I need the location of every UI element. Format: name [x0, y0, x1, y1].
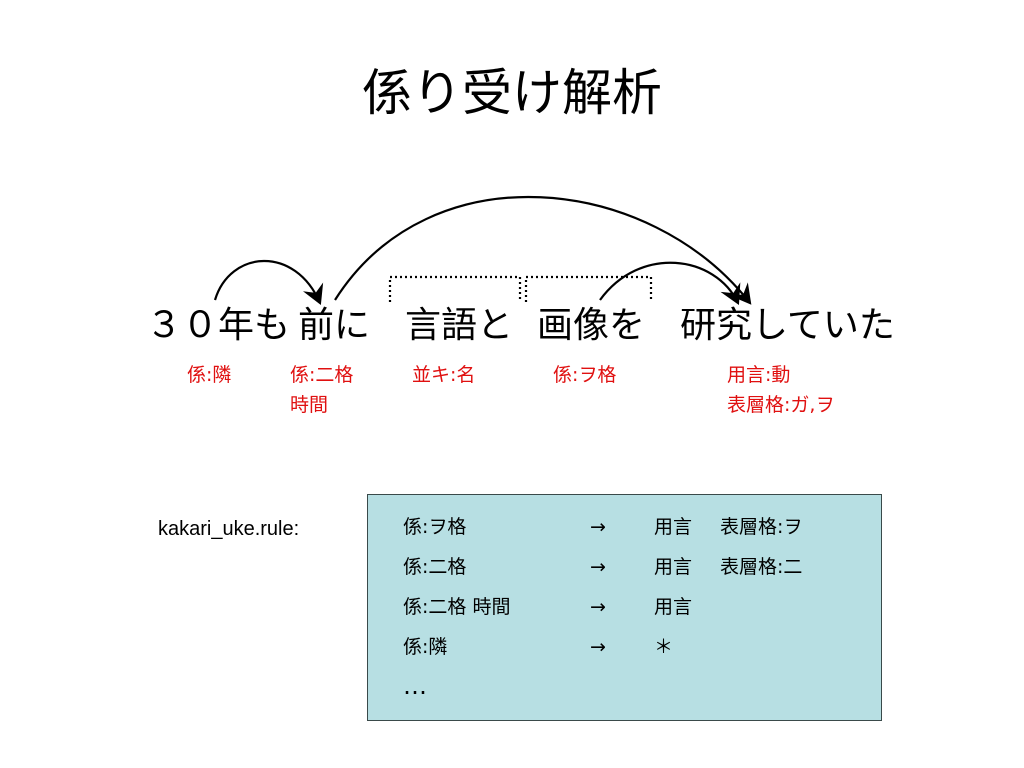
tag-line: 表層格:ガ,ヲ	[727, 394, 835, 416]
tag-line: 用言:動	[727, 364, 791, 386]
rule-ellipsis: …	[403, 672, 427, 700]
tag-p5: 用言:動 表層格:ガ,ヲ	[727, 360, 834, 420]
tag-p3: 並キ:名	[412, 360, 475, 390]
phrase-p3: 言語と	[405, 305, 514, 346]
rule-box: 係:ヲ格 → 用言 表層格:ヲ 係:二格 → 用言 表層格:二 係:二格 時間 …	[367, 494, 882, 721]
tag-line: 係:二格	[290, 364, 354, 386]
tag-line: 並キ:名	[412, 364, 476, 386]
tag-line: 係:ヲ格	[553, 364, 617, 386]
rule-arrow: →	[590, 516, 606, 538]
phrase-p4: 画像を	[537, 305, 646, 346]
dependency-arc-p1-p2	[213, 259, 324, 306]
rule-feature: 表層格:ヲ	[720, 516, 803, 538]
dependency-arc-p4-p5	[599, 261, 741, 305]
rule-rhs: 用言	[654, 556, 693, 578]
parallel-bracket-p4	[524, 275, 653, 302]
rule-arrow: →	[590, 596, 606, 618]
phrase-p5: 研究していた	[680, 305, 895, 346]
rule-arrow: →	[590, 556, 606, 578]
tag-p2: 係:二格 時間	[290, 360, 353, 420]
parallel-bracket-p3	[388, 275, 522, 302]
rule-lhs: 係:隣	[403, 636, 448, 658]
slide-title: 係り受け解析	[362, 64, 662, 122]
rule-feature: 表層格:二	[720, 556, 803, 578]
rule-lhs: 係:ヲ格	[403, 516, 467, 538]
rule-arrow: →	[590, 636, 606, 658]
tag-p1: 係:隣	[187, 360, 231, 390]
rule-row: 係:ヲ格 → 用言 表層格:ヲ	[368, 509, 883, 545]
rule-file-label: kakari_uke.rule:	[158, 518, 300, 540]
rule-lhs: 係:二格 時間	[403, 596, 511, 618]
tag-p4: 係:ヲ格	[553, 360, 616, 390]
rule-rhs: ＊	[654, 636, 674, 658]
rule-row: 係:二格 時間 → 用言	[368, 589, 883, 625]
phrase-p1: ３０年も	[146, 305, 291, 346]
phrase-p2: 前に	[298, 305, 371, 346]
tag-line: 時間	[290, 394, 329, 416]
rule-rhs: 用言	[654, 596, 693, 618]
rule-lhs: 係:二格	[403, 556, 467, 578]
rule-rhs: 用言	[654, 516, 693, 538]
rule-row: 係:二格 → 用言 表層格:二	[368, 549, 883, 585]
tag-line: 係:隣	[187, 364, 232, 386]
dependency-arc-p2-p5	[334, 196, 752, 305]
rule-row: 係:隣 → ＊	[368, 629, 883, 665]
